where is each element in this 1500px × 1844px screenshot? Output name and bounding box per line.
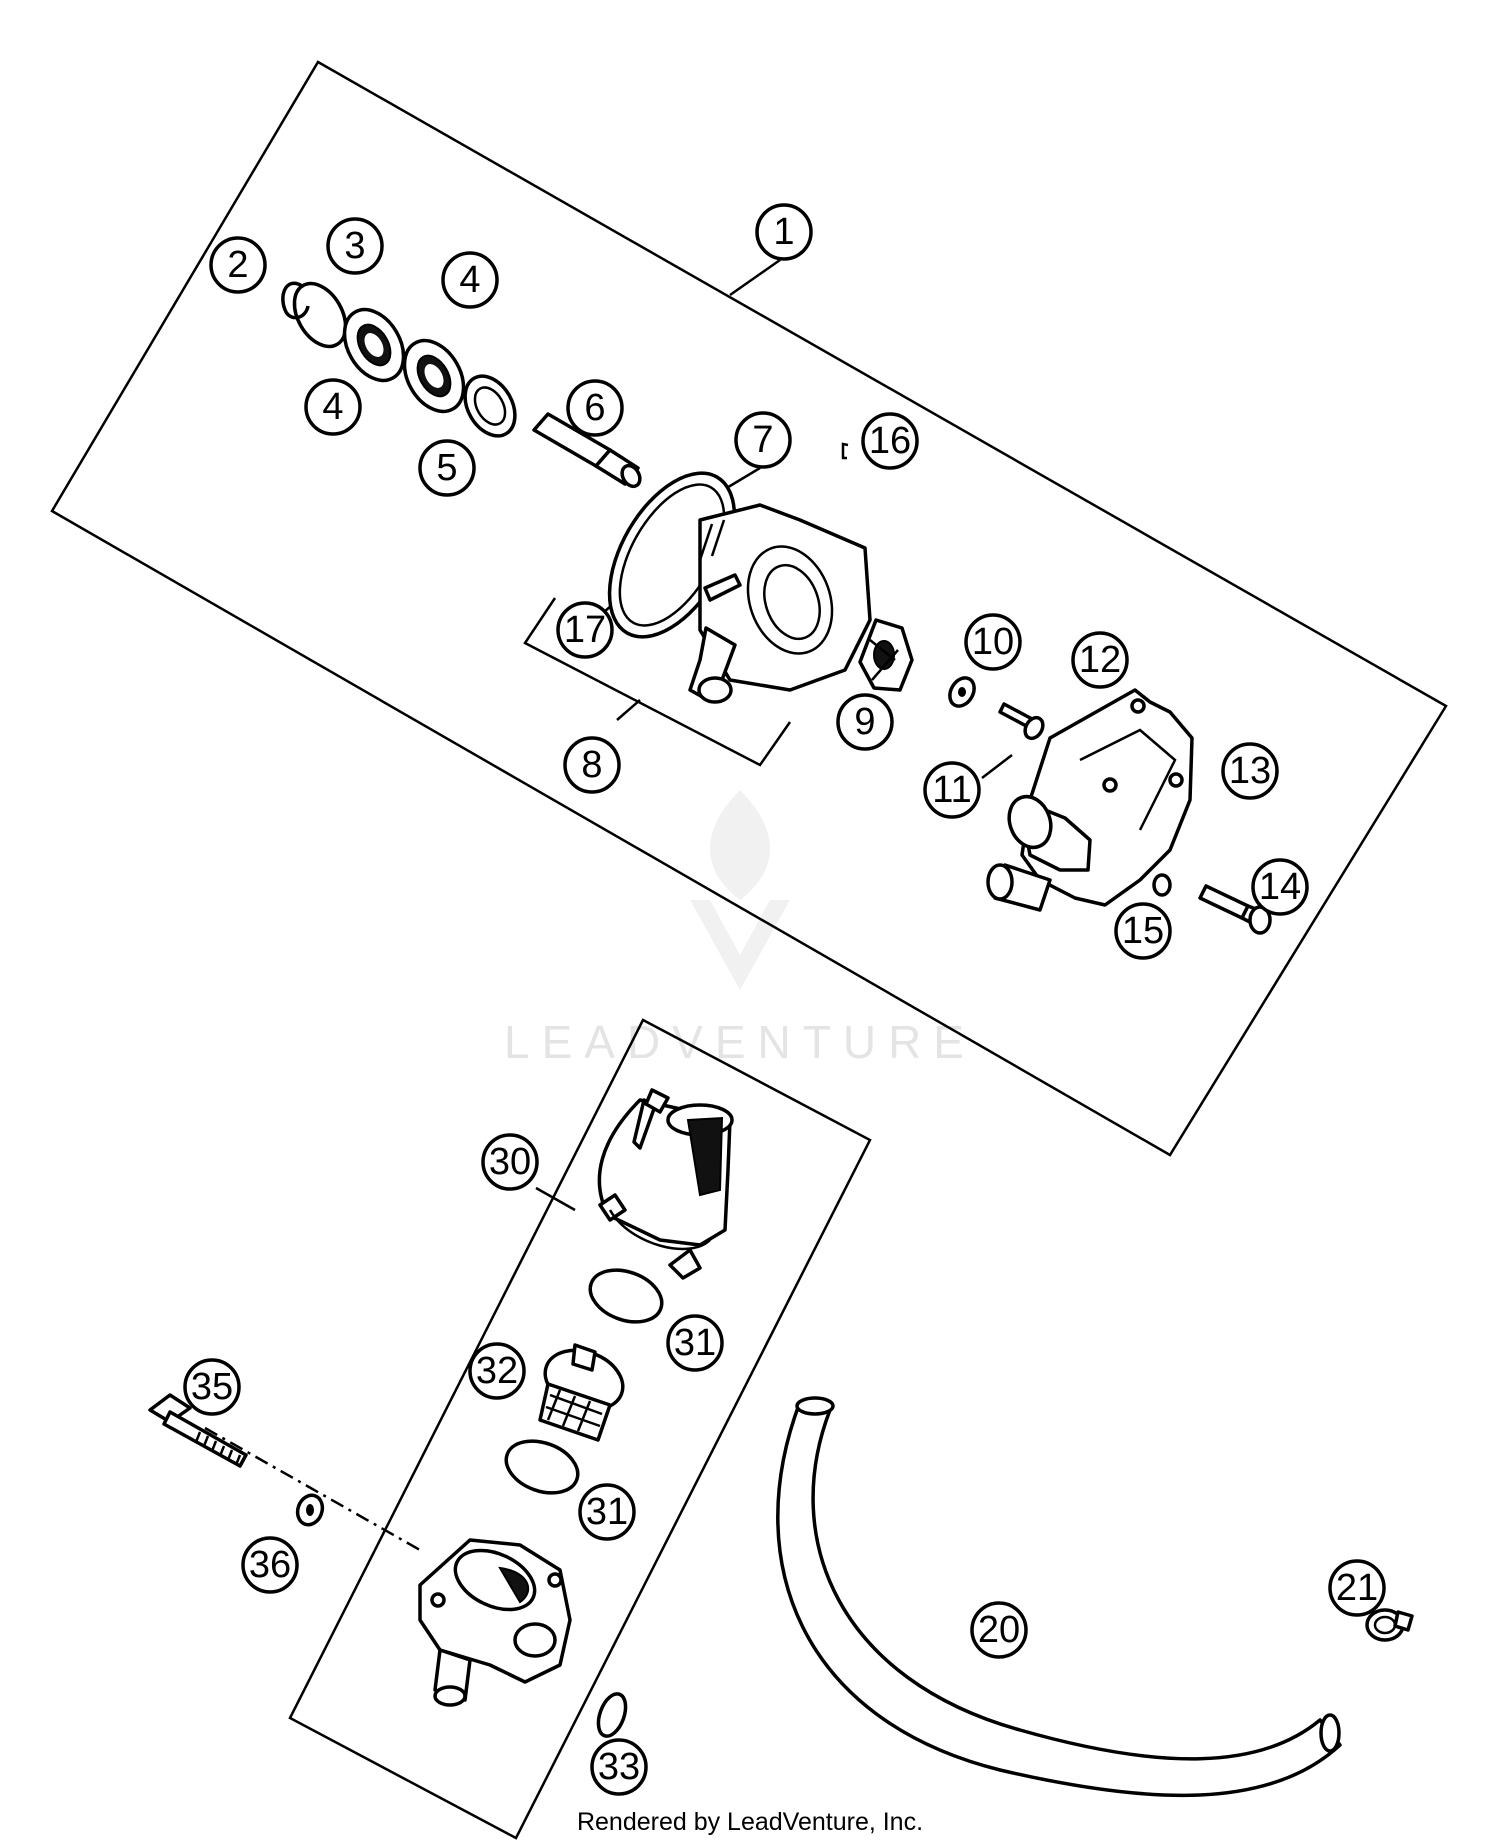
svg-text:30: 30 [489,1141,531,1183]
snap-ring [292,281,348,349]
pump-housing [688,503,872,704]
svg-text:6: 6 [584,387,605,429]
callout-31-upper: 31 [666,1314,724,1372]
svg-text:31: 31 [674,1322,716,1364]
hose-clamp [1365,1608,1414,1642]
callout-1: 1 [755,203,813,261]
ball-bearing-1 [342,307,406,383]
svg-text:9: 9 [854,701,875,743]
svg-text:36: 36 [249,1544,291,1586]
svg-text:33: 33 [598,1746,640,1788]
bolt-washer [295,1493,325,1527]
cover-bolt [1198,884,1272,935]
housing-bracket [523,597,792,767]
small-o-ring [1152,873,1172,897]
callout-7: 7 [734,411,792,469]
svg-text:11: 11 [932,769,971,811]
svg-text:4: 4 [459,259,480,301]
callout-33: 33 [590,1738,648,1796]
impeller-screw [998,702,1045,741]
bolt-axis-line [204,1426,421,1552]
water-pump-group-frame [50,60,1448,1157]
callout-10: 10 [964,613,1022,671]
callout-35: 35 [183,1358,241,1416]
callout-17: 17 [556,601,614,659]
callout-5: 5 [418,439,476,497]
callout-3: 3 [326,217,384,275]
cover-screw [632,1088,670,1150]
callout-4-upper: 4 [441,251,499,309]
svg-text:10: 10 [972,621,1014,663]
callout-11: 11 [923,761,981,819]
svg-text:35: 35 [191,1366,233,1408]
thermostat-o-ring-upper [588,1268,664,1324]
leader-30 [535,1186,576,1212]
callout-32: 32 [468,1342,526,1400]
pump-shaft [532,412,642,489]
callout-16: 16 [861,412,919,470]
svg-text:14: 14 [1259,866,1301,908]
svg-text:2: 2 [227,244,248,286]
svg-text:21: 21 [1336,1567,1378,1609]
coolant-hose [776,1396,1342,1798]
thermostat-group-frame [288,1018,872,1840]
svg-text:16: 16 [869,420,911,462]
callout-15: 15 [1114,902,1172,960]
svg-text:7: 7 [752,419,773,461]
thermostat [538,1343,625,1442]
leader-1 [729,258,781,297]
leader-8 [616,699,641,721]
svg-text:3: 3 [344,225,365,267]
impeller-washer [948,676,976,708]
svg-text:17: 17 [564,609,606,651]
svg-text:4: 4 [322,386,343,428]
impeller [858,618,914,692]
housing-o-ring [596,1692,628,1738]
callout-12: 12 [1071,631,1129,689]
svg-text:1: 1 [773,211,794,253]
svg-text:32: 32 [476,1350,518,1392]
thermostat-o-ring-lower [504,1439,580,1495]
callout-9: 9 [836,693,894,751]
footer-credit: Rendered by LeadVenture, Inc. [577,1808,923,1836]
dowel-pin [841,442,849,460]
callout-21: 21 [1328,1559,1386,1617]
callout-2: 2 [209,236,267,294]
watermark-logo [690,790,790,990]
svg-text:8: 8 [581,744,602,786]
svg-text:13: 13 [1229,750,1271,792]
svg-text:12: 12 [1079,639,1121,681]
callout-6: 6 [566,379,624,437]
pump-cover [986,688,1194,912]
callout-14: 14 [1251,858,1309,916]
callout-31-lower: 31 [578,1483,636,1541]
svg-text:5: 5 [436,447,457,489]
leader-11 [981,754,1013,779]
callout-36: 36 [241,1536,299,1594]
svg-text:15: 15 [1122,910,1164,952]
callout-30: 30 [481,1133,539,1191]
watermark-text: LEADVENTURE [504,1016,976,1068]
callout-4-lower: 4 [304,378,362,436]
ball-bearing-2 [402,338,466,414]
housing-bolt [148,1393,248,1468]
svg-text:20: 20 [978,1609,1020,1651]
thermostat-cover [597,1098,734,1280]
callout-13: 13 [1221,742,1279,800]
svg-text:31: 31 [586,1491,628,1533]
callout-8: 8 [563,736,621,794]
shaft-seal [463,374,517,438]
callout-20: 20 [970,1601,1028,1659]
thermostat-housing [418,1538,572,1707]
